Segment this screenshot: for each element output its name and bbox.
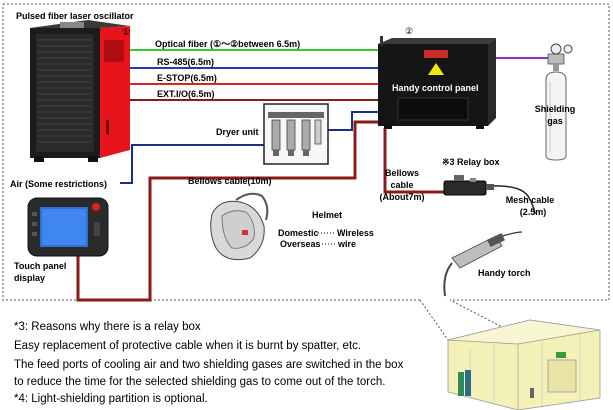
touch-panel-label-2: display [14,273,45,283]
dryer-air-line [326,111,378,131]
optical-fiber-label: Optical fiber (①～②between 6.5m) [155,39,300,49]
mesh-cable-label-2: (2.5m) [520,207,547,217]
note-relay-reason-1: Easy replacement of protective cable whe… [14,340,362,352]
mesh-cable-label-1: Mesh cable [506,195,555,205]
light-shielding-booth [447,319,601,410]
note-relay-reason-2: The feed ports of cooling air and two sh… [14,359,404,371]
wire-label: wire [337,239,356,249]
handy-torch [443,231,523,297]
note-partition-optional: *4: Light-shielding partition is optiona… [14,393,208,405]
bellows-7m-label-3: (About7m) [380,192,425,202]
bellows-7m-label-2: cable [390,180,413,190]
relay-box [443,175,494,196]
air-line [120,144,265,184]
oscillator-label: Pulsed fiber laser oscillator [16,11,134,21]
domestic-label: Domestic [278,228,319,238]
air-label: Air (Some restrictions) [10,179,107,189]
mesh-cable [491,185,536,215]
wireless-label: Wireless [337,228,374,238]
estop-label: E-STOP(6.5m) [157,73,217,83]
shielding-gas-cylinder [545,43,573,161]
touch-panel-display [27,197,109,257]
shielding-gas-label-2: gas [547,116,563,126]
bellows-7m-label-1: Bellows [385,168,419,178]
rs485-label: RS-485(6.5m) [157,57,214,67]
bellows-cable-label: Bellows cable(10m) [188,176,272,186]
marker-1: ① [122,27,130,37]
overseas-label: Overseas [280,239,321,249]
relay-box-label: ※3 Relay box [442,157,500,167]
laser-oscillator [30,20,130,162]
handy-torch-label: Handy torch [478,268,531,278]
bellows-cable-7m [383,128,445,194]
marker-2: ② [405,26,413,36]
extio-label: EXT.I/O(6.5m) [157,89,215,99]
dryer-unit [263,103,329,165]
note-relay-box-title: *3: Reasons why there is a relay box [14,321,201,333]
dryer-unit-label: Dryer unit [216,127,259,137]
touch-panel-label-1: Touch panel [14,261,66,271]
shielding-gas-label-1: Shielding [535,104,576,114]
handy-panel-label: Handy control panel [392,83,479,93]
bellows-cable-10m [76,120,378,302]
handy-control-panel [378,36,496,129]
callout-line [419,299,449,341]
diagram-frame [2,3,610,366]
note-relay-reason-3: to reduce the time for the selected shie… [14,376,386,388]
helmet-label: Helmet [312,210,342,220]
helmet [210,192,269,261]
